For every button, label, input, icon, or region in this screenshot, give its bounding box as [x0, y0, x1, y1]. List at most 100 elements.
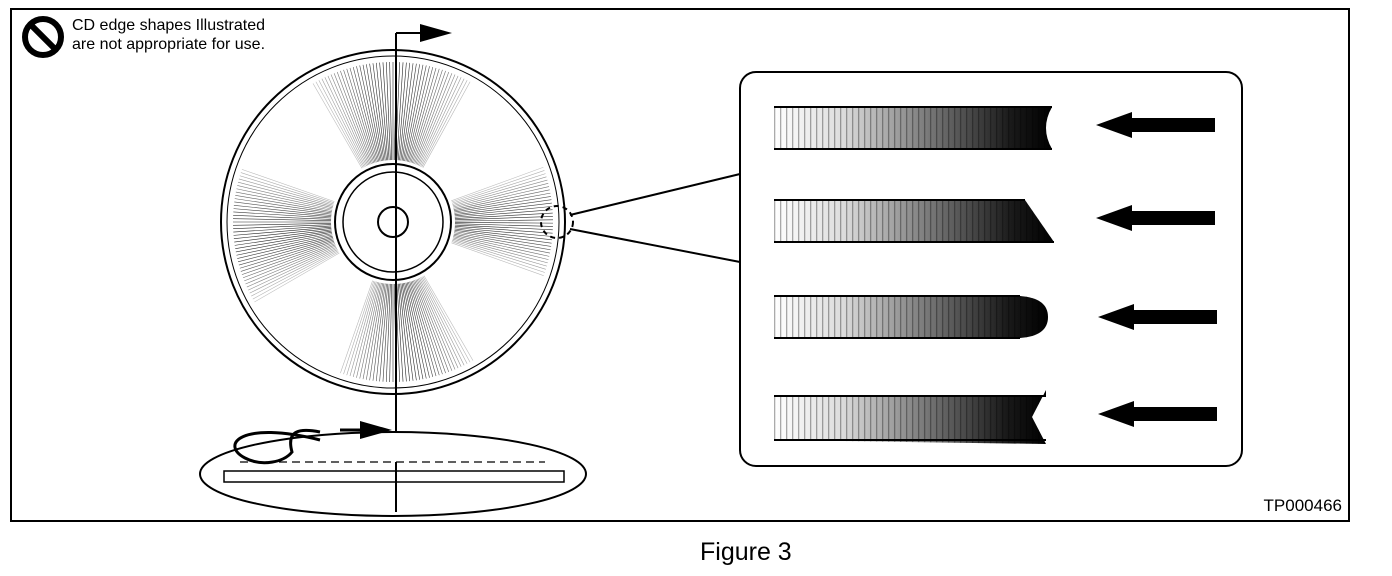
disc-hatch-line — [241, 169, 335, 202]
disc-hatch-line — [233, 226, 332, 236]
disc-hatch-line — [423, 275, 474, 361]
disc-hatch-line — [421, 80, 468, 168]
disc-hatch-line — [397, 283, 407, 382]
disc-hatch-line — [254, 252, 340, 303]
disc-hatch-line — [244, 244, 336, 282]
disc-hatch-line — [242, 243, 335, 279]
disc-hatch-line — [409, 281, 437, 377]
disc-hatch-line — [408, 281, 434, 378]
disc-hatch-line — [233, 211, 332, 219]
disc-hatch-line — [352, 66, 378, 163]
disc-hatch-line — [417, 75, 459, 166]
disc-hatch-line — [349, 67, 377, 163]
disc-hatch-line — [362, 64, 382, 162]
disc-hatch-line — [238, 238, 334, 266]
disc-hatch-line — [372, 63, 386, 161]
disc-hatch-line — [233, 224, 332, 229]
arrow-right-icon — [420, 24, 452, 42]
disc-hatch-line — [454, 223, 553, 227]
disc-hatch-line — [249, 249, 338, 294]
disc-hatch-line — [454, 227, 553, 237]
disc-hatch-line — [366, 283, 383, 380]
disc-hatch-line — [410, 68, 440, 163]
disc-hatch-line — [236, 188, 333, 210]
arrow-left-icon — [1098, 304, 1217, 330]
disc-hatch-line — [453, 189, 550, 210]
warning-text: CD edge shapes Illustrated are not appro… — [72, 16, 265, 54]
disc-hatch-line — [454, 209, 553, 218]
disc-hatch-line — [375, 283, 387, 382]
disc-hatch-line — [356, 66, 380, 162]
disc-hatch-line — [379, 62, 389, 161]
disc-hatch-line — [236, 234, 333, 256]
disc-hatch-line — [415, 73, 453, 165]
disc-hatch-line — [312, 83, 363, 169]
disc-hatch-line — [366, 64, 383, 161]
disc-hatch-line — [233, 208, 332, 218]
disc-hatch-line — [419, 77, 462, 167]
disc-cross-section — [199, 421, 587, 517]
disc-hatch-line — [451, 242, 544, 276]
disc-hatch-line — [419, 277, 462, 367]
disc-hatch-line — [369, 63, 385, 161]
disc-hatch-line — [452, 237, 548, 264]
disc-hatch-line — [359, 282, 381, 379]
disc-hatch-line — [248, 248, 338, 291]
disc-hatch-line — [453, 192, 551, 212]
disc-hatch-line — [237, 237, 334, 263]
disc-hatch-line — [238, 178, 334, 206]
disc-hatch-line — [454, 231, 552, 247]
disc-hatch-line — [352, 281, 378, 378]
disc-hatch-line — [400, 63, 414, 161]
disc-hatch-line — [401, 63, 417, 161]
disc-hatch-line — [369, 283, 385, 381]
disc-hatch-line — [454, 216, 553, 221]
disc-hatch-line — [340, 70, 373, 164]
disc-hatch-line — [234, 198, 332, 214]
disc-hatch-line — [416, 279, 456, 370]
disc-hatch-line — [405, 282, 427, 379]
edge-shape-concave — [774, 106, 1215, 150]
disc-hatch-line — [454, 232, 551, 251]
disc-hatch-line — [420, 277, 465, 366]
edge-shape-taper — [774, 199, 1215, 243]
disc-hatch-line — [422, 276, 471, 363]
arrow-left-icon — [1098, 401, 1217, 427]
edge-shape-rounded — [774, 295, 1217, 339]
disc-hatch-line — [409, 67, 437, 163]
disc-hatch-line — [327, 75, 369, 166]
disc-hatch-line — [241, 242, 335, 275]
disc-hatch-line — [403, 64, 420, 161]
disc-hatch-line — [454, 212, 553, 219]
disc-hatch-line — [452, 176, 547, 205]
disc-hatch-line — [237, 181, 334, 207]
disc-hatch-line — [234, 201, 332, 215]
disc-hatch-line — [359, 65, 381, 162]
warning-line-2: are not appropriate for use. — [72, 36, 266, 53]
disc-hatch-line — [411, 69, 443, 164]
disc-hatch-line — [406, 66, 430, 162]
disc-hatch-line — [453, 183, 549, 208]
disc-hatch-line — [421, 276, 468, 364]
disc-hatch-line — [340, 280, 373, 374]
disc-hatch-line — [453, 236, 549, 260]
warning-line-1: CD edge shapes Illustrated — [72, 17, 265, 34]
disc-hatch-line — [240, 240, 335, 272]
disc-hatch-line — [343, 280, 375, 375]
arrow-left-icon — [1096, 112, 1215, 138]
disc-hatch-line — [399, 62, 411, 161]
disc-hatch-line — [379, 283, 389, 382]
disc-hatch-line — [454, 224, 553, 231]
disc-hatch-line — [239, 239, 334, 269]
prohibition-icon — [22, 16, 64, 58]
rotation-arrow-icon — [360, 421, 392, 439]
disc-hatch-line — [406, 282, 430, 378]
disc-hatch-line — [315, 81, 364, 168]
disc-hatch-line — [451, 166, 544, 202]
arrow-left-icon — [1096, 205, 1215, 231]
disc-hatch-line — [234, 229, 332, 243]
disc-hatch-line — [454, 202, 552, 215]
disc-hatch-line — [330, 74, 370, 165]
disc-hatch-line — [400, 283, 414, 381]
disc-hatch-line — [245, 245, 336, 285]
